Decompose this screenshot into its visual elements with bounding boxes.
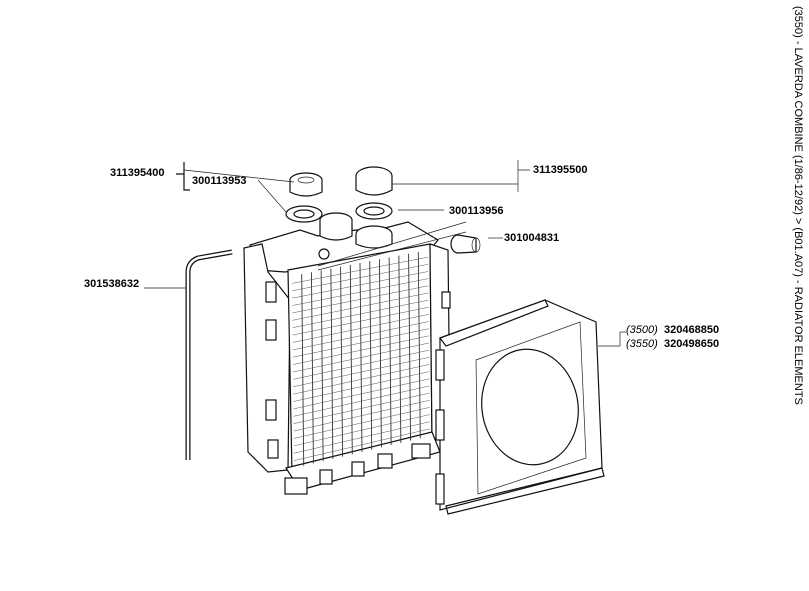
diagram-title: (3550) - LAVERDA COMBINE (1/86-12/92) > … [792, 6, 804, 405]
part-label-cap-left: 311395400 [110, 167, 164, 179]
part-label-shroud-3500: 320468850 [664, 324, 719, 336]
shroud-model-3550: (3550) [626, 338, 658, 350]
part-labels: 311395400 300113953 311395500 300113956 … [84, 164, 719, 350]
part-label-cap-right: 311395500 [533, 164, 587, 176]
leader-lines [144, 160, 626, 347]
part-label-hose: 301538632 [84, 278, 139, 290]
overflow-hose [185, 249, 233, 460]
part-label-gasket-left: 300113953 [192, 175, 246, 187]
gasket-right [355, 202, 393, 220]
cap-left [289, 172, 323, 197]
radiator-core [243, 221, 451, 495]
fan-shroud [435, 299, 605, 515]
gasket-left [285, 205, 323, 223]
cap-right [355, 166, 393, 196]
shroud-model-3500: (3500) [626, 324, 658, 336]
plug [450, 234, 481, 254]
part-label-gasket-right: 300113956 [449, 205, 503, 217]
part-label-plug: 301004831 [504, 232, 559, 244]
filler-neck [318, 212, 393, 260]
radiator-fins [292, 251, 430, 466]
part-label-shroud-3550: 320498650 [664, 338, 719, 350]
